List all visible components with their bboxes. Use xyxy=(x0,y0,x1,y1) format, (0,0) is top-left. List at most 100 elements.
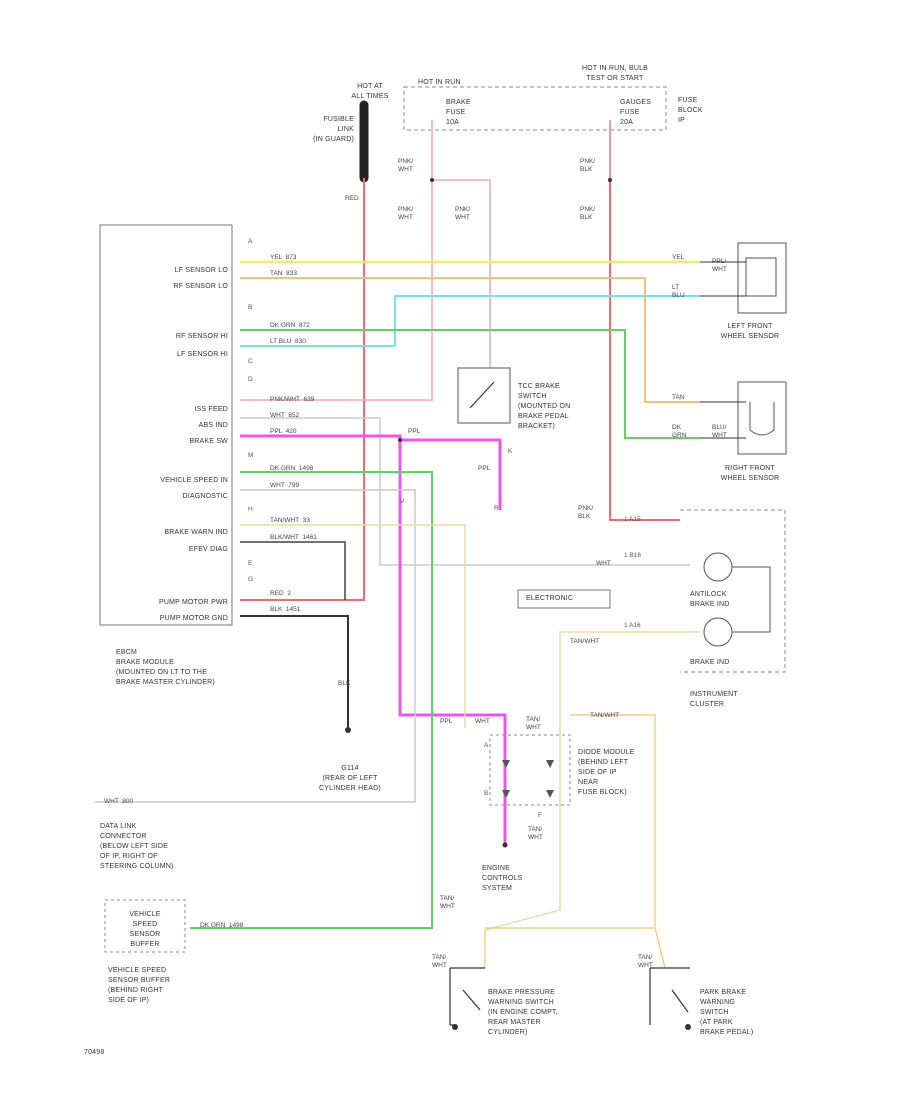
ebcm-pin-lf-hi: LF SENSOR HI xyxy=(176,351,228,358)
wire-dkgrn-vss-label: DK GRN 1498 xyxy=(270,465,314,472)
diode-module-label: DIODE MODULE (BEHIND LEFT SIDE OF IP NEA… xyxy=(578,749,635,796)
pnk-wht-label-b: PNK/ WHT xyxy=(398,206,414,221)
pin-ic-b: 1 B16 xyxy=(624,552,641,559)
wire-tan-right-label: TAN xyxy=(672,394,685,401)
tan-white-branches xyxy=(484,927,666,969)
ebcm-pin-diagnostic: DIAGNOSTIC xyxy=(182,493,228,500)
pin-b2: B xyxy=(484,790,489,797)
pin-a2: A xyxy=(484,742,489,749)
wire-ppl-b-label: PPL xyxy=(478,465,491,472)
brake-pressure-ground xyxy=(452,1024,458,1030)
fusible-link-label: FUSIBLE LINK (IN GUARD) xyxy=(313,116,354,143)
red-wire-label: RED xyxy=(345,195,359,202)
pink-black-wire xyxy=(609,120,680,521)
wire-blk-pump-label: BLK 1451 xyxy=(270,606,301,613)
pin-v: V xyxy=(400,498,405,505)
ebcm-pin-efev-diag: EFEV DIAG xyxy=(188,546,228,553)
wire-dkgrn-right-label: DK GRN xyxy=(672,424,687,439)
pin-k: K xyxy=(508,448,513,455)
purple-wire-tcc xyxy=(400,438,502,510)
lf-sensor-label: LEFT FRONT WHEEL SENSOR xyxy=(720,323,780,340)
ebcm-box xyxy=(99,224,233,626)
pin-e: E xyxy=(248,560,253,567)
tcc-switch-label: TCC BRAKE SWITCH (MOUNTED ON BRAKE PEDAL… xyxy=(518,383,571,430)
ebcm-pin-pump-gnd: PUMP MOTOR GND xyxy=(159,615,228,622)
wire-tanwht-label: TAN/WHT 33 xyxy=(270,517,310,524)
hot-at-all-times-label: HOT AT ALL TIMES xyxy=(351,83,389,100)
ebcm-pin-brake-warn: BRAKE WARN IND xyxy=(164,529,228,536)
g114-label: G114 (REAR OF LEFT CYLINDER HEAD) xyxy=(319,765,381,792)
tan-wire xyxy=(240,277,700,403)
electronic-box xyxy=(517,589,611,609)
pin-ic-c: 1 A16 xyxy=(624,622,641,629)
brake-pressure-switch-label: BRAKE PRESSURE WARNING SWITCH (IN ENGINE… xyxy=(488,989,558,1036)
ebcm-description: EBCM BRAKE MODULE (MOUNTED ON LT TO THE … xyxy=(116,649,215,686)
diode-module-box xyxy=(489,734,571,806)
tan-white-diode-wire xyxy=(485,714,656,929)
diode-4 xyxy=(546,790,554,798)
dark-green-wire xyxy=(240,329,700,439)
pnk-blk-label-b: PNK/ BLK xyxy=(580,206,596,221)
fuse-block-label: FUSE BLOCK IP xyxy=(678,97,703,124)
figure-id: 70498 xyxy=(84,1049,105,1056)
rf-sensor-box xyxy=(737,381,787,455)
wire-tanwht-g-label: TAN/ WHT xyxy=(638,954,653,969)
tcc-switch-box xyxy=(457,367,511,424)
wire-tanwht-b-label: TAN/ WHT xyxy=(526,716,541,731)
pink-wire-brake-fuse xyxy=(240,120,433,401)
pin-h: H xyxy=(248,506,253,513)
diode-3 xyxy=(502,790,510,798)
tan-white-cluster-wire xyxy=(484,631,700,931)
ebcm-pin-vss-in: VEHICLE SPEED IN xyxy=(160,477,228,484)
wire-tanwht-f-label: TAN/ WHT xyxy=(432,954,447,969)
wire-blkwht-label: BLK/WHT 1461 xyxy=(270,534,317,541)
wire-tanwht-a-label: TAN/WHT xyxy=(570,638,600,645)
antilock-brake-ind-label: ANTILOCK BRAKE IND xyxy=(690,591,730,608)
black-ground-wire xyxy=(240,615,349,728)
ebcm-pin-iss-feed: ISS FEED xyxy=(194,406,228,413)
diode-2 xyxy=(546,760,554,768)
ecm-label: ENGINE CONTROLS SYSTEM xyxy=(482,865,523,892)
white-abs-wire xyxy=(240,417,690,566)
park-brake-ground xyxy=(685,1024,691,1030)
brake-pressure-switch xyxy=(449,967,485,1026)
instrument-cluster-outline xyxy=(680,509,786,673)
wire-pnkwht-iss-label: PNK/WHT 639 xyxy=(270,396,315,403)
wire-dkgrn-label: DK GRN 872 xyxy=(270,322,310,329)
tcc-switch-contact xyxy=(469,381,495,409)
splice-2 xyxy=(608,178,612,182)
wire-wht-nearby-label: WHT xyxy=(475,718,490,725)
lf-sensor-leads xyxy=(700,261,746,297)
data-link-label: DATA LINK CONNECTOR (BELOW LEFT SIDE OF … xyxy=(100,823,174,870)
wire-yel-label: YEL 873 xyxy=(270,254,297,261)
vss-buffer-caption: VEHICLE SPEED SENSOR BUFFER (BEHIND RIGH… xyxy=(108,967,171,1004)
wire-wht-abs-label: WHT 852 xyxy=(270,412,300,419)
wire-wht-lower-label: WHT 800 xyxy=(104,798,134,805)
lf-sensor-box xyxy=(737,242,787,314)
wire-blk-gnd-label: BLK xyxy=(338,680,351,687)
cluster-bus xyxy=(732,566,771,633)
wire-ppl-c-label: PPL xyxy=(440,718,453,725)
ebcm-pin-pump-pwr: PUMP MOTOR PWR xyxy=(158,599,228,606)
pnk-blk-label-c: PNK/ BLK xyxy=(578,505,594,520)
pink-wire-tcc xyxy=(432,179,491,380)
electronic-label: ELECTRONIC xyxy=(526,595,574,602)
wire-ppl-a-label: PPL xyxy=(408,428,421,435)
lt-blue-wire xyxy=(240,295,700,347)
instrument-cluster-label: INSTRUMENT CLUSTER xyxy=(690,691,738,708)
wire-ltblu-label: LT BLU 830 xyxy=(270,338,306,345)
rf-sensor-label: RIGHT FRONT WHEEL SENSOR xyxy=(720,465,780,482)
antilock-lamp xyxy=(703,552,733,582)
ebcm-pin-abs-ind: ABS IND xyxy=(198,422,228,429)
white-diag-wire xyxy=(95,489,416,803)
wire-blu-wht-label: BLU/ WHT xyxy=(712,424,727,439)
wire-ppl-brk-label: PPL 420 xyxy=(270,428,297,435)
wire-tanwht-c-label: TAN/WHT xyxy=(590,712,620,719)
wire-tanwht-e-label: TAN/ WHT xyxy=(440,895,455,910)
ground-g114 xyxy=(345,727,351,733)
pin-m: M xyxy=(248,452,254,459)
splice-3 xyxy=(398,438,402,442)
hot-in-run-bulb-label: HOT IN RUN, BULB TEST OR START xyxy=(581,65,649,82)
brake-fuse-label: BRAKE FUSE 10A xyxy=(446,99,471,126)
